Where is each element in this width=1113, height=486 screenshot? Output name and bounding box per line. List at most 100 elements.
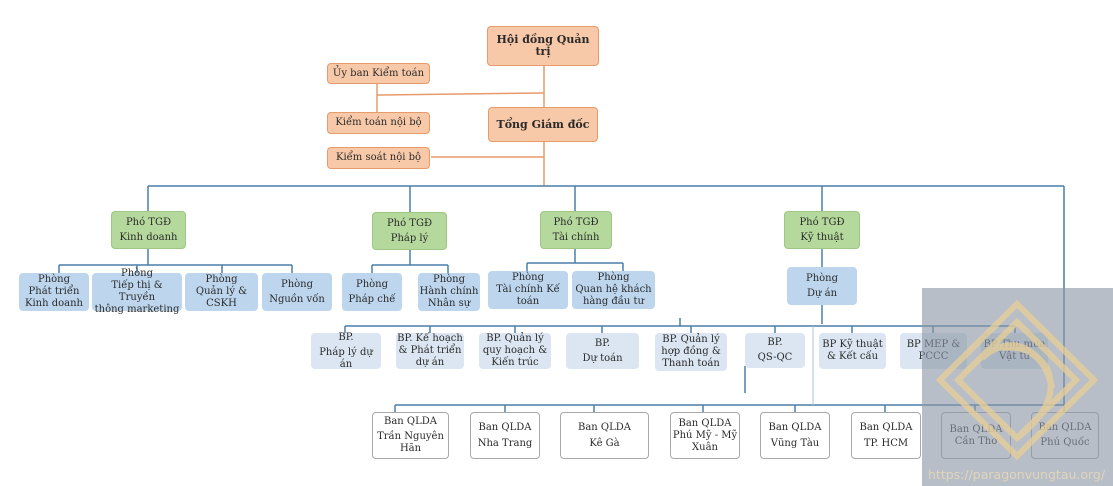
- deputy-area: Pháp lý: [390, 232, 429, 244]
- division-box: BP. Quản lý hợp đồng & Thanh toán: [655, 333, 727, 371]
- division-line: BP. Quản lý: [486, 333, 544, 344]
- division-line: BP.: [594, 337, 611, 349]
- dept-line: thông marketing: [94, 304, 180, 315]
- deputy-area: Kinh doanh: [119, 231, 178, 243]
- division-line: Vật tư: [999, 351, 1030, 362]
- division-line: Kiến trúc: [491, 357, 539, 368]
- dept-line: CSKH: [206, 298, 237, 309]
- division-line: PCCC: [918, 351, 949, 362]
- division-line: quy hoạch &: [482, 345, 548, 356]
- project-board-box: Ban QLDA Trần Nguyên Hãn: [372, 412, 449, 459]
- deputy-title: Phó TGĐ: [799, 216, 845, 228]
- project-board-line: Ban QLDA: [859, 421, 913, 433]
- project-board-line: Ban QLDA: [383, 416, 437, 427]
- project-board-line: Hãn: [399, 443, 422, 454]
- deputy-technical-box: Phó TGĐ Kỹ thuật: [784, 211, 860, 249]
- project-board-box: Ban QLDA TP. HCM: [851, 412, 921, 459]
- division-box: BP. Dự toán: [566, 333, 639, 369]
- dept-line: Phòng: [280, 278, 314, 290]
- department-box: Phòng Tiếp thị & Truyền thông marketing: [92, 268, 182, 315]
- division-line: hợp đồng &: [661, 346, 721, 357]
- project-board-line: Ban QLDA: [1038, 422, 1092, 433]
- division-line: Dự toán: [582, 352, 623, 364]
- deputy-finance-box: Phó TGĐ Tài chính: [540, 211, 612, 249]
- dept-line: Nhân sự: [427, 298, 471, 309]
- dept-line: Hành chính: [419, 286, 479, 297]
- division-line: QS-QC: [757, 352, 793, 363]
- project-board-line: Phú Quốc: [1040, 437, 1090, 448]
- project-board-line: Trần Nguyên: [377, 431, 444, 442]
- division-box: BP. Quản lý quy hoạch & Kiến trúc: [479, 333, 551, 369]
- division-line: Thanh toán: [662, 358, 720, 369]
- dept-line: Phòng: [805, 272, 839, 284]
- project-board-line: TP. HCM: [863, 437, 909, 449]
- dept-line: Pháp chế: [348, 293, 396, 305]
- department-box: Phòng Phát triển Kinh doanh: [19, 273, 89, 311]
- division-box: BP Thu mua Vật tư: [981, 333, 1048, 369]
- division-line: & Phát triển: [398, 345, 462, 356]
- audit-committee-label: Ủy ban Kiểm toán: [332, 67, 425, 79]
- project-board-line: Cần Thơ: [954, 435, 998, 447]
- internal-audit-label: Kiểm toán nội bộ: [335, 117, 422, 128]
- division-box: BP. Kế hoạch & Phát triển dự án: [396, 333, 464, 369]
- deputy-title: Phó TGĐ: [125, 216, 172, 228]
- project-department-box: Phòng Dự án: [787, 267, 857, 305]
- dept-line: Phòng: [597, 272, 630, 283]
- division-line: BP Thu mua: [983, 339, 1046, 350]
- project-board-line: Kê Gà: [589, 437, 620, 449]
- dept-line: Quản lý &: [195, 286, 248, 297]
- board-of-directors-box: Hội đồng Quản trị: [487, 26, 599, 66]
- project-board-line: Vũng Tàu: [770, 437, 820, 449]
- ceo-box: Tổng Giám đốc: [488, 107, 598, 142]
- internal-control-box: Kiểm soát nội bộ: [327, 147, 430, 169]
- department-box: Phòng Hành chính Nhân sự: [418, 273, 480, 311]
- project-board-line: Phú Mỹ - Mỹ: [672, 429, 738, 441]
- orange-connectors: [376, 66, 545, 186]
- internal-control-label: Kiểm soát nội bộ: [335, 152, 422, 163]
- division-line: BP MEP &: [906, 339, 961, 350]
- division-box: BP. QS-QC: [745, 333, 805, 368]
- dept-line: Phòng: [205, 274, 238, 285]
- project-board-box: Ban QLDA Phú Mỹ - Mỹ Xuân: [670, 412, 740, 459]
- dept-line: Phòng: [120, 268, 154, 279]
- department-box: Phòng Nguồn vốn: [262, 273, 332, 311]
- division-line: BP. Quản lý: [662, 334, 720, 345]
- division-box: BP. Pháp lý dự án: [311, 332, 381, 370]
- dept-line: Dự án: [806, 287, 838, 299]
- dept-line: hàng đầu tư: [582, 296, 645, 307]
- project-board-box: Ban QLDA Cần Thơ: [941, 412, 1011, 459]
- project-board-line: Ban QLDA: [768, 421, 822, 433]
- project-board-line: Ban QLDA: [478, 421, 532, 433]
- project-board-box: Ban QLDA Kê Gà: [560, 412, 649, 459]
- department-box: Phòng Pháp chế: [342, 273, 402, 311]
- deputy-area: Tài chính: [552, 231, 600, 243]
- dept-line: Tài chính Kế: [496, 284, 560, 295]
- dept-line: Phòng: [432, 274, 466, 285]
- department-box: Phòng Tài chính Kế toán: [488, 271, 568, 309]
- deputy-business-box: Phó TGĐ Kinh doanh: [111, 211, 186, 249]
- dept-line: Nguồn vốn: [269, 293, 325, 305]
- dept-line: Tiếp thị & Truyền: [111, 280, 163, 303]
- dept-line: Phòng: [37, 274, 71, 285]
- department-box: Phòng Quan hệ khách hàng đầu tư: [572, 271, 655, 309]
- board-label: Hội đồng Quản trị: [496, 33, 590, 58]
- division-line: dự án: [415, 357, 445, 368]
- project-board-line: Ban QLDA: [577, 421, 631, 433]
- project-board-box: Ban QLDA Vũng Tàu: [760, 412, 830, 459]
- project-board-line: Ban QLDA: [678, 417, 732, 429]
- division-box: BP MEP & PCCC: [900, 333, 967, 369]
- deputy-title: Phó TGĐ: [386, 217, 433, 229]
- division-line: Pháp lý dự án: [319, 346, 373, 370]
- deputy-area: Kỹ thuật: [800, 231, 844, 243]
- division-box: BP Kỹ thuật & Kết cấu: [819, 333, 886, 369]
- blue-connectors: [58, 185, 1065, 412]
- division-line: BP Kỹ thuật: [822, 339, 883, 350]
- audit-link-line: [376, 92, 545, 96]
- division-line: BP. Kế hoạch: [397, 333, 463, 344]
- project-board-box: Ban QLDA Phú Quốc: [1031, 412, 1099, 459]
- project-board-box: Ban QLDA Nha Trang: [470, 412, 540, 459]
- division-line: BP.: [767, 337, 783, 348]
- division-line: & Kết cấu: [826, 351, 879, 362]
- department-box: Phòng Quản lý & CSKH: [185, 273, 258, 311]
